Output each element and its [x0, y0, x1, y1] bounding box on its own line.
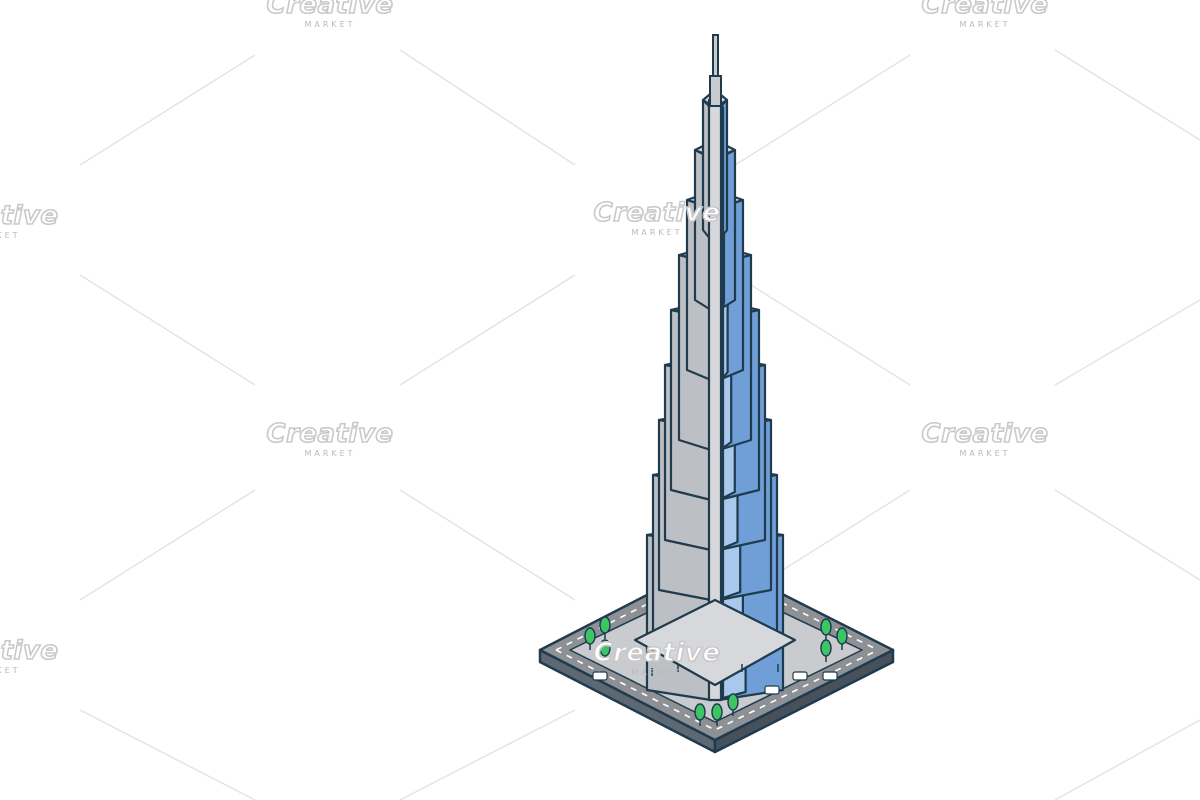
tree [836, 627, 848, 645]
tree [820, 618, 832, 636]
tree [820, 639, 832, 657]
car [764, 685, 780, 695]
tree [599, 639, 611, 657]
tree [599, 616, 611, 634]
tree [694, 703, 706, 721]
spire [709, 34, 722, 107]
car [592, 671, 608, 681]
tree [584, 627, 596, 645]
tower-podium [633, 598, 797, 687]
tower [633, 88, 797, 702]
tree [711, 703, 723, 721]
car [822, 671, 838, 681]
car [792, 671, 808, 681]
plaza-details [584, 616, 848, 726]
tree [727, 693, 739, 711]
